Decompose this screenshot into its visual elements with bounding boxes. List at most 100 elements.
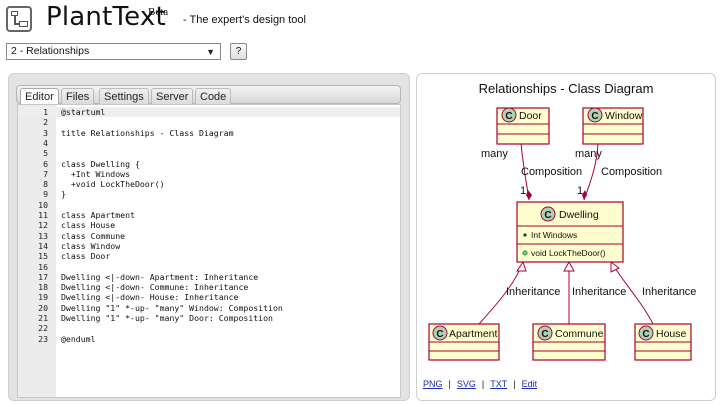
line-text: Dwelling "1" *-up- "many" Window: Compos… bbox=[61, 302, 283, 313]
tab-settings[interactable]: Settings bbox=[99, 88, 149, 105]
svg-text:C: C bbox=[642, 329, 649, 340]
line-number: 14 bbox=[38, 240, 48, 251]
tab-files[interactable]: Files bbox=[61, 88, 95, 105]
composition-diamond-window bbox=[582, 190, 587, 200]
line-text: Dwelling "1" *-up- "many" Door: Composit… bbox=[61, 313, 273, 323]
code-line: 5 bbox=[18, 148, 400, 158]
class-house: C House bbox=[634, 323, 692, 361]
line-number: 16 bbox=[38, 261, 48, 272]
code-line: 21 Dwelling "1" *-up- "many" Door: Compos… bbox=[18, 313, 400, 323]
code-line: 6 class Dwelling { bbox=[18, 159, 400, 169]
line-text: class Dwelling { bbox=[61, 158, 140, 169]
line-text: @enduml bbox=[61, 333, 96, 344]
line-text: class Door bbox=[61, 251, 111, 262]
line-text: title Relationships - Class Diagram bbox=[61, 127, 234, 138]
line-number: 7 bbox=[43, 168, 48, 179]
plantext-logo-icon bbox=[6, 6, 32, 32]
line-text: class Window bbox=[61, 240, 121, 251]
class-apartment-name: Apartment bbox=[449, 328, 498, 340]
tab-code[interactable]: Code bbox=[195, 88, 232, 105]
line-number: 8 bbox=[43, 179, 48, 190]
svg-text:C: C bbox=[505, 111, 512, 122]
line-text: @startuml bbox=[61, 107, 106, 117]
diagram-title: Relationships - Class Diagram bbox=[478, 81, 654, 96]
label-composition-door: Composition bbox=[521, 166, 582, 178]
code-line: 23 @enduml bbox=[18, 334, 400, 344]
line-text: +void LockTheDoor() bbox=[61, 179, 165, 190]
line-number: 22 bbox=[38, 323, 48, 334]
line-number: 12 bbox=[38, 220, 48, 231]
line-number: 6 bbox=[43, 158, 48, 169]
line-text: } bbox=[61, 189, 66, 200]
line-number: 11 bbox=[38, 210, 48, 220]
code-line: 11 class Apartment bbox=[18, 210, 400, 220]
line-text: +Int Windows bbox=[61, 168, 131, 179]
line-number: 17 bbox=[38, 271, 48, 282]
inheritance-arrow-house bbox=[610, 261, 620, 273]
label-many-door: many bbox=[481, 148, 508, 160]
code-line: 14 class Window bbox=[18, 241, 400, 251]
class-dwelling-field: Int Windows bbox=[531, 230, 577, 240]
tagline: - The expert's design tool bbox=[183, 14, 306, 26]
code-line: 9} bbox=[18, 189, 400, 199]
svg-text:C: C bbox=[544, 210, 551, 221]
tab-server[interactable]: Server bbox=[151, 88, 194, 105]
composition-diamond-door bbox=[526, 190, 532, 200]
line-number: 15 bbox=[38, 251, 48, 262]
inheritance-arrow-commune bbox=[563, 260, 575, 272]
line-number: 18 bbox=[38, 282, 48, 293]
code-line: 20 Dwelling "1" *-up- "many" Window: Comp… bbox=[18, 303, 400, 313]
txt-link[interactable]: TXT bbox=[490, 379, 508, 389]
line-number: 23 bbox=[38, 333, 48, 344]
example-select[interactable]: 2 - Relationships ▼ bbox=[6, 43, 221, 60]
line-text: class Commune bbox=[61, 230, 126, 241]
label-many-window: many bbox=[575, 148, 602, 160]
class-dwelling-name: Dwelling bbox=[559, 209, 599, 221]
class-window-name: Window bbox=[605, 110, 643, 122]
tab-editor[interactable]: Editor bbox=[20, 88, 59, 105]
line-text: class Apartment bbox=[61, 210, 135, 220]
diagram-panel: Relationships - Class Diagram many Compo… bbox=[416, 73, 716, 401]
code-line: 8 +void LockTheDoor() bbox=[18, 179, 400, 189]
help-button[interactable]: ? bbox=[230, 43, 247, 60]
class-apartment: C Apartment bbox=[428, 323, 500, 361]
code-line: 1@startuml bbox=[18, 107, 400, 117]
class-dwelling-method: void LockTheDoor() bbox=[531, 248, 606, 258]
class-commune: C Commune bbox=[532, 323, 606, 361]
label-one-door: 1 bbox=[520, 185, 526, 197]
line-text: Dwelling <|-down- House: Inheritance bbox=[61, 292, 239, 303]
class-house-name: House bbox=[656, 328, 687, 340]
code-line: 2 bbox=[18, 117, 400, 127]
edit-link[interactable]: Edit bbox=[521, 379, 538, 389]
code-line: 7 +Int Windows bbox=[18, 169, 400, 179]
line-number: 2 bbox=[43, 117, 48, 128]
code-line: 4 bbox=[18, 138, 400, 148]
code-line: 19 Dwelling <|-down- House: Inheritance bbox=[18, 292, 400, 302]
brand-title: PlantText bbox=[46, 2, 166, 32]
svg-link[interactable]: SVG bbox=[456, 379, 476, 389]
class-dwelling: C Dwelling Int Windows void LockTheDoor(… bbox=[516, 201, 624, 263]
class-door-name: Door bbox=[519, 110, 542, 122]
png-link[interactable]: PNG bbox=[423, 379, 443, 389]
code-line: 10 bbox=[18, 200, 400, 210]
svg-text:C: C bbox=[591, 111, 598, 122]
code-line: 22 bbox=[18, 323, 400, 333]
class-diagram: many Composition 1 many Composition 1 In… bbox=[428, 107, 696, 361]
code-line: 12 class House bbox=[18, 220, 400, 230]
line-number: 19 bbox=[38, 292, 48, 303]
line-number: 5 bbox=[43, 148, 48, 159]
line-text: class House bbox=[61, 220, 116, 231]
class-window: C Window bbox=[582, 107, 644, 145]
inheritance-arrow-apartment bbox=[516, 260, 527, 272]
line-number: 21 bbox=[38, 313, 48, 323]
svg-text:C: C bbox=[436, 329, 443, 340]
line-number: 20 bbox=[38, 302, 48, 313]
code-line: 16 bbox=[18, 262, 400, 272]
label-one-window: 1 bbox=[577, 185, 583, 197]
line-number: 10 bbox=[38, 199, 48, 210]
editor-tabs: Editor Files Settings Server Code bbox=[16, 85, 401, 105]
code-line: 15 class Door bbox=[18, 251, 400, 261]
